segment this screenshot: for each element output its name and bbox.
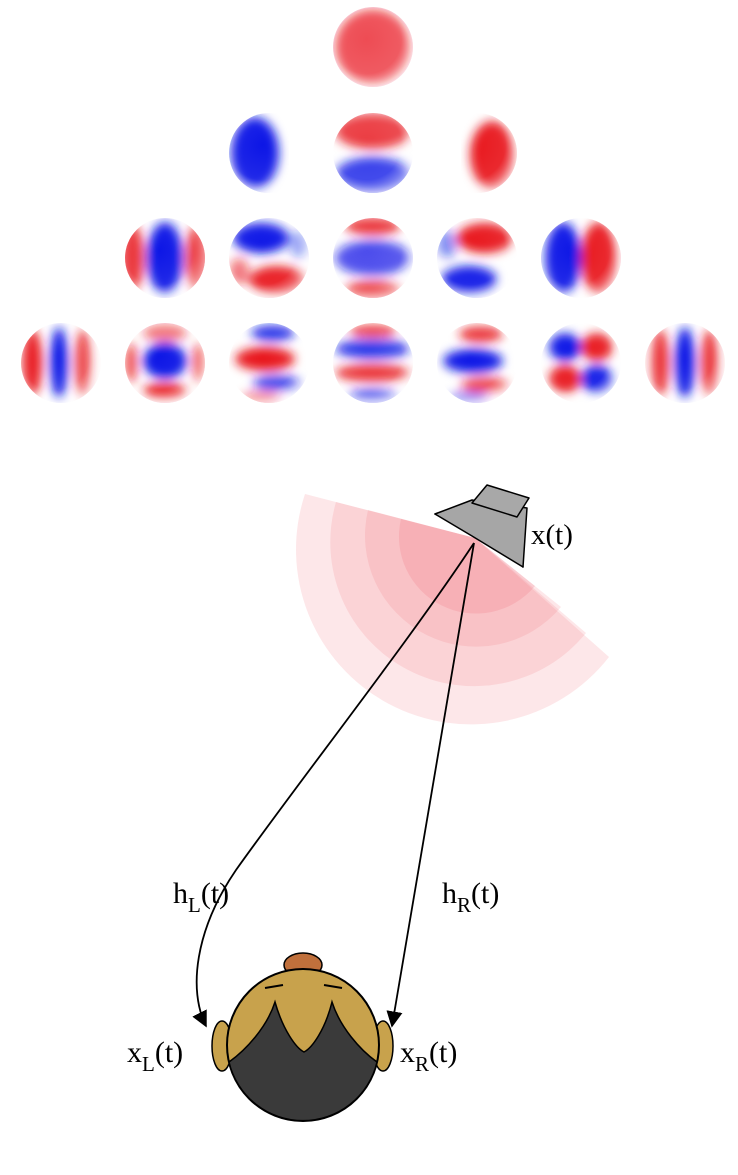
harmonic-sphere-Y00	[333, 7, 413, 87]
right-ear-signal-label: xR(t)	[400, 1036, 457, 1076]
harmonic-sphere-Y21	[437, 218, 517, 298]
harmonic-sphere-Y1m1	[229, 113, 309, 193]
sphere-shading	[541, 323, 621, 403]
harmonic-sphere-Y2m1	[229, 218, 309, 298]
sphere-shading	[229, 113, 309, 193]
right-eye-icon	[323, 984, 343, 989]
sphere-shading	[333, 7, 413, 87]
right-transfer-path-arrow	[386, 542, 475, 1028]
left-transfer-function-label: hL(t)	[173, 877, 229, 917]
sphere-shading	[541, 218, 621, 298]
sphere-shading	[229, 218, 309, 298]
left-transfer-path-arrow	[192, 542, 475, 1028]
harmonic-sphere-Y3m1	[229, 323, 309, 403]
sphere-shading	[21, 323, 101, 403]
sphere-shading	[229, 323, 309, 403]
source-signal-label: x(t)	[531, 519, 573, 551]
wave-front-3	[330, 502, 586, 687]
harmonic-sphere-Y31	[437, 323, 517, 403]
harmonic-sphere-Y33	[645, 323, 725, 403]
harmonic-sphere-Y11	[437, 113, 517, 193]
wave-front-outer	[296, 494, 609, 725]
sphere-shading	[333, 113, 413, 193]
speaker-horn	[434, 499, 528, 568]
left-ear-signal-label: xL(t)	[127, 1036, 183, 1076]
speaker-magnet	[471, 484, 530, 518]
wave-front-1	[398, 519, 535, 614]
loudspeaker-icon	[434, 484, 530, 568]
harmonic-sphere-Y30	[333, 323, 413, 403]
harmonic-sphere-Y20	[333, 218, 413, 298]
sphere-shading	[645, 323, 725, 403]
harmonic-sphere-Y22	[541, 218, 621, 298]
sphere-shading	[437, 218, 517, 298]
sphere-shading	[437, 323, 517, 403]
sphere-shading	[333, 218, 413, 298]
listener-head-icon	[211, 952, 394, 1122]
hair-icon	[228, 999, 378, 1122]
sphere-shading	[333, 323, 413, 403]
harmonic-sphere-Y3m3	[21, 323, 101, 403]
harmonic-sphere-Y32	[541, 323, 621, 403]
sphere-shading	[125, 218, 205, 298]
spherical-harmonics-pyramid	[21, 7, 725, 403]
sphere-shading	[437, 113, 517, 193]
sound-wave-fronts	[296, 494, 609, 725]
harmonic-sphere-Y3m2	[125, 323, 205, 403]
wave-front-2	[365, 510, 561, 647]
harmonic-sphere-Y2m2	[125, 218, 205, 298]
harmonic-sphere-Y10	[333, 113, 413, 193]
left-eye-icon	[264, 984, 284, 989]
sphere-shading	[125, 323, 205, 403]
binaural-scene: x(t) hL(t) hR(t) xL(t) xR(t)	[127, 484, 609, 1122]
right-transfer-function-label: hR(t)	[442, 877, 499, 917]
